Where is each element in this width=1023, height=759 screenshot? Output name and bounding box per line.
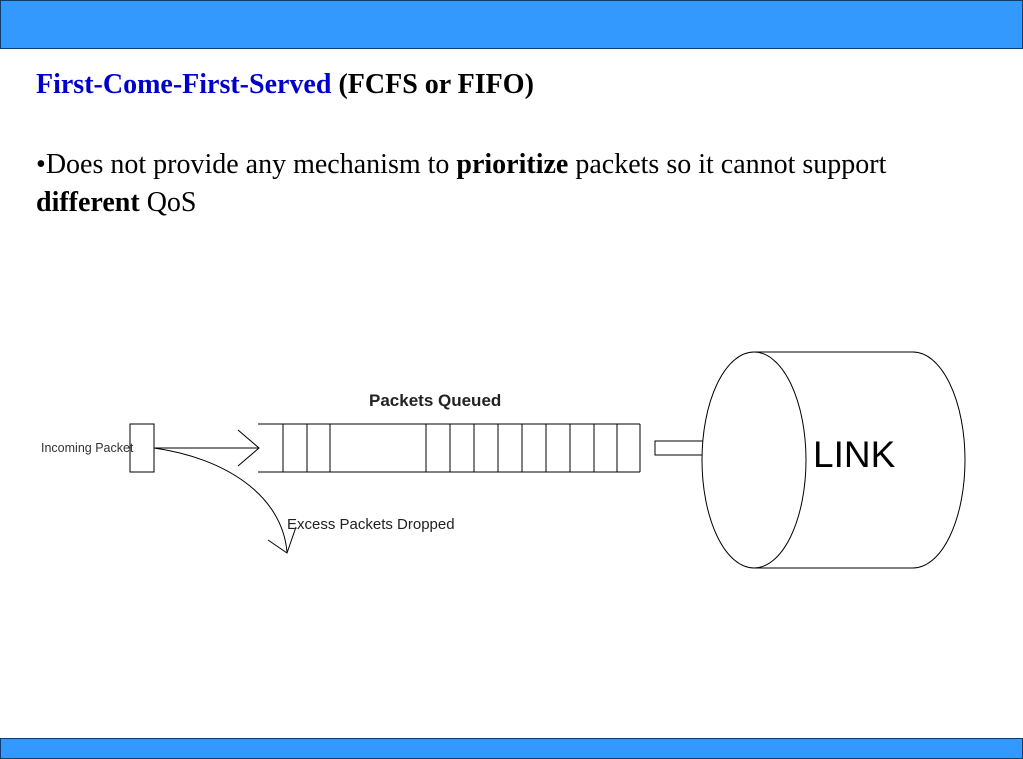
slide-title: First-Come-First-Served (FCFS or FIFO)	[36, 68, 534, 102]
bullet-emph-different: different	[36, 187, 140, 218]
drop-arrow	[153, 447, 297, 554]
dropped-packets-label: Excess Packets Dropped	[287, 516, 455, 533]
bullet-text-3: QoS	[139, 187, 197, 218]
slide-title-bold: First-Come-First-Served	[36, 69, 332, 100]
enqueue-arrow	[154, 429, 260, 467]
incoming-packet-label: Incoming Packet	[41, 441, 134, 455]
link-label: LINK	[813, 434, 896, 475]
packet-queue	[258, 423, 641, 473]
bullet-marker: •	[36, 149, 46, 180]
slide-title-rest: (FCFS or FIFO)	[331, 69, 534, 100]
incoming-packet-box	[129, 423, 155, 473]
bullet-point: •Does not provide any mechanism to prior…	[36, 146, 966, 222]
bullet-emph-prioritize: prioritize	[456, 149, 569, 180]
queue-label: Packets Queued	[369, 391, 501, 410]
bullet-text-1: Does not provide any mechanism to	[45, 149, 457, 180]
bottom-banner	[0, 738, 1023, 759]
link-cylinder	[701, 351, 966, 569]
bullet-text-2: packets so it cannot support	[568, 149, 887, 180]
top-banner	[0, 0, 1023, 49]
